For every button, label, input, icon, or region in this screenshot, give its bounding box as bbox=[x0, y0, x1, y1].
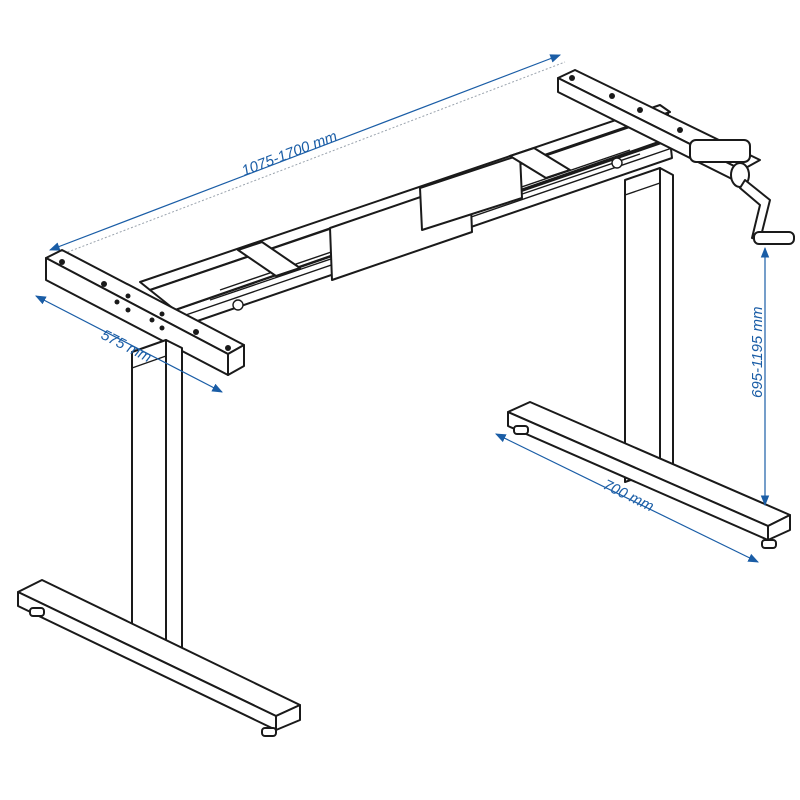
dimension-foot bbox=[495, 433, 759, 563]
hand-crank bbox=[689, 139, 795, 245]
dimension-depth bbox=[35, 295, 223, 393]
right-leg bbox=[624, 167, 674, 483]
label-length: 1075-1700 mm bbox=[239, 128, 339, 180]
dimension-length bbox=[48, 54, 566, 256]
label-height: 695-1195 mm bbox=[749, 307, 766, 398]
left-leg bbox=[131, 339, 183, 661]
top-frame bbox=[139, 104, 673, 329]
left-foot bbox=[17, 579, 301, 737]
